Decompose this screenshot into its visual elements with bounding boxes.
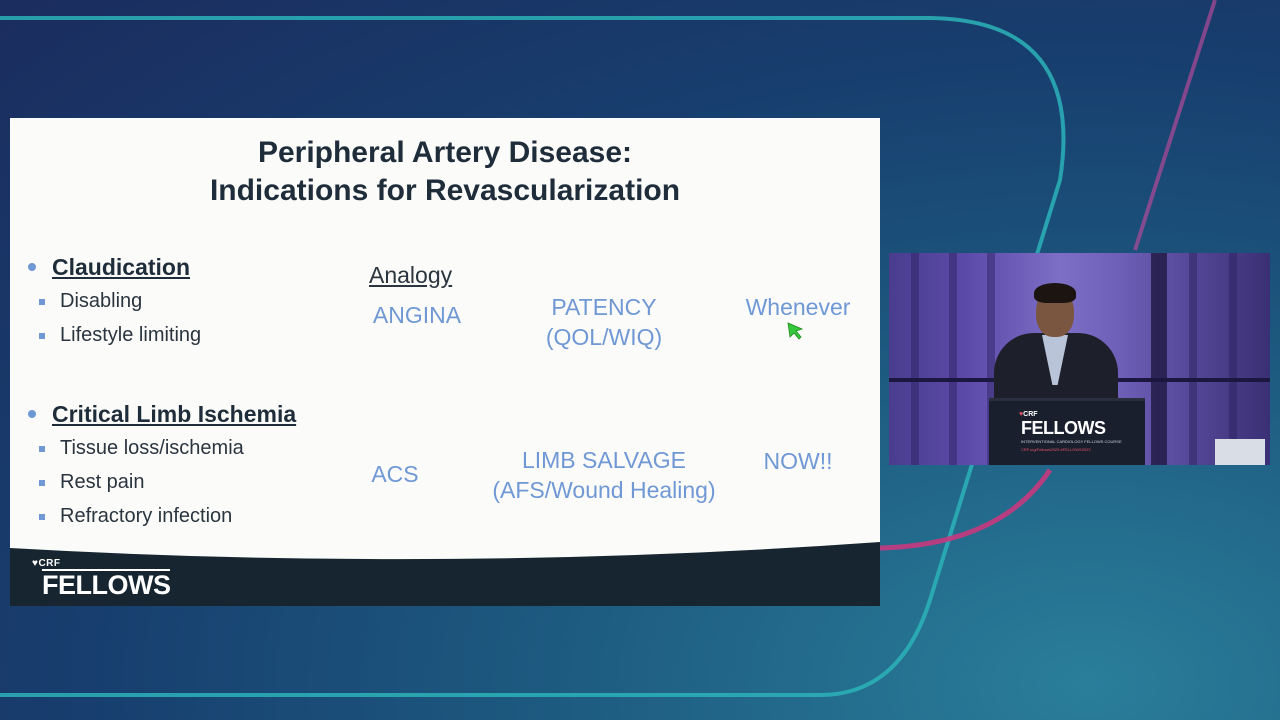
curtain-fold xyxy=(949,253,957,465)
pointer-cursor-icon xyxy=(787,322,804,340)
section-heading: Claudication xyxy=(26,250,201,284)
curtain-fold xyxy=(1151,253,1167,465)
bullet-icon xyxy=(28,410,36,418)
podium-crf-logo: ♥CRF xyxy=(1019,411,1038,418)
list-item: Rest pain xyxy=(26,465,296,499)
timing-whenever: Whenever xyxy=(745,294,851,320)
analogy-angina: ANGINA xyxy=(372,302,462,328)
crf-logo-small: ♥CRF xyxy=(32,558,61,569)
podium-url: CRF.org/Fellows2023 #FELLOWS2023 xyxy=(1021,447,1091,452)
bullet-icon xyxy=(28,263,36,271)
square-bullet-icon xyxy=(39,514,45,520)
analogy-header: Analogy xyxy=(369,262,453,288)
slide-title: Peripheral Artery Disease: Indications f… xyxy=(10,134,880,210)
list-item: Tissue loss/ischemia xyxy=(26,431,296,465)
slide-footer-band xyxy=(10,542,880,606)
square-bullet-icon xyxy=(39,333,45,339)
section-claudication: Claudication Disabling Lifestyle limitin… xyxy=(26,250,201,352)
speaker-hair xyxy=(1034,283,1076,303)
laptop xyxy=(1215,439,1265,465)
curtain-fold xyxy=(1189,253,1197,465)
podium-fellows-logo: FELLOWS xyxy=(1021,418,1106,438)
list-item: Refractory infection xyxy=(26,499,296,533)
podium: ♥CRF FELLOWS INTERVENTIONAL CARDIOLOGY F… xyxy=(989,398,1145,465)
slide-title-line-1: Peripheral Artery Disease: xyxy=(257,136,633,169)
square-bullet-icon xyxy=(39,299,45,305)
heart-icon: ♥ xyxy=(32,558,39,569)
curtain-fold xyxy=(911,253,919,465)
analogy-acs: ACS xyxy=(371,461,419,487)
curtain-fold xyxy=(987,253,995,465)
speaker-video: ♥CRF FELLOWS INTERVENTIONAL CARDIOLOGY F… xyxy=(889,253,1270,465)
timing-now: NOW!! xyxy=(763,448,833,474)
list-item: Disabling xyxy=(26,284,201,318)
presentation-slide: Peripheral Artery Disease: Indications f… xyxy=(10,118,880,606)
logo-divider xyxy=(42,569,170,571)
fellows-logo: FELLOWS xyxy=(42,570,171,600)
podium-subtitle: INTERVENTIONAL CARDIOLOGY FELLOWS COURSE xyxy=(1021,439,1122,444)
square-bullet-icon xyxy=(39,480,45,486)
goal-limb-salvage: LIMB SALVAGE (AFS/Wound Healing) xyxy=(492,447,716,503)
goal-patency: PATENCY (QOL/WIQ) xyxy=(545,294,663,350)
section-critical-limb-ischemia: Critical Limb Ischemia Tissue loss/ische… xyxy=(26,397,296,533)
square-bullet-icon xyxy=(39,446,45,452)
slide-title-line-2: Indications for Revascularization xyxy=(209,174,681,207)
curtain-fold xyxy=(1229,253,1237,465)
list-item: Lifestyle limiting xyxy=(26,318,201,352)
heart-icon: ♥ xyxy=(1019,411,1024,418)
section-heading: Critical Limb Ischemia xyxy=(26,397,296,431)
